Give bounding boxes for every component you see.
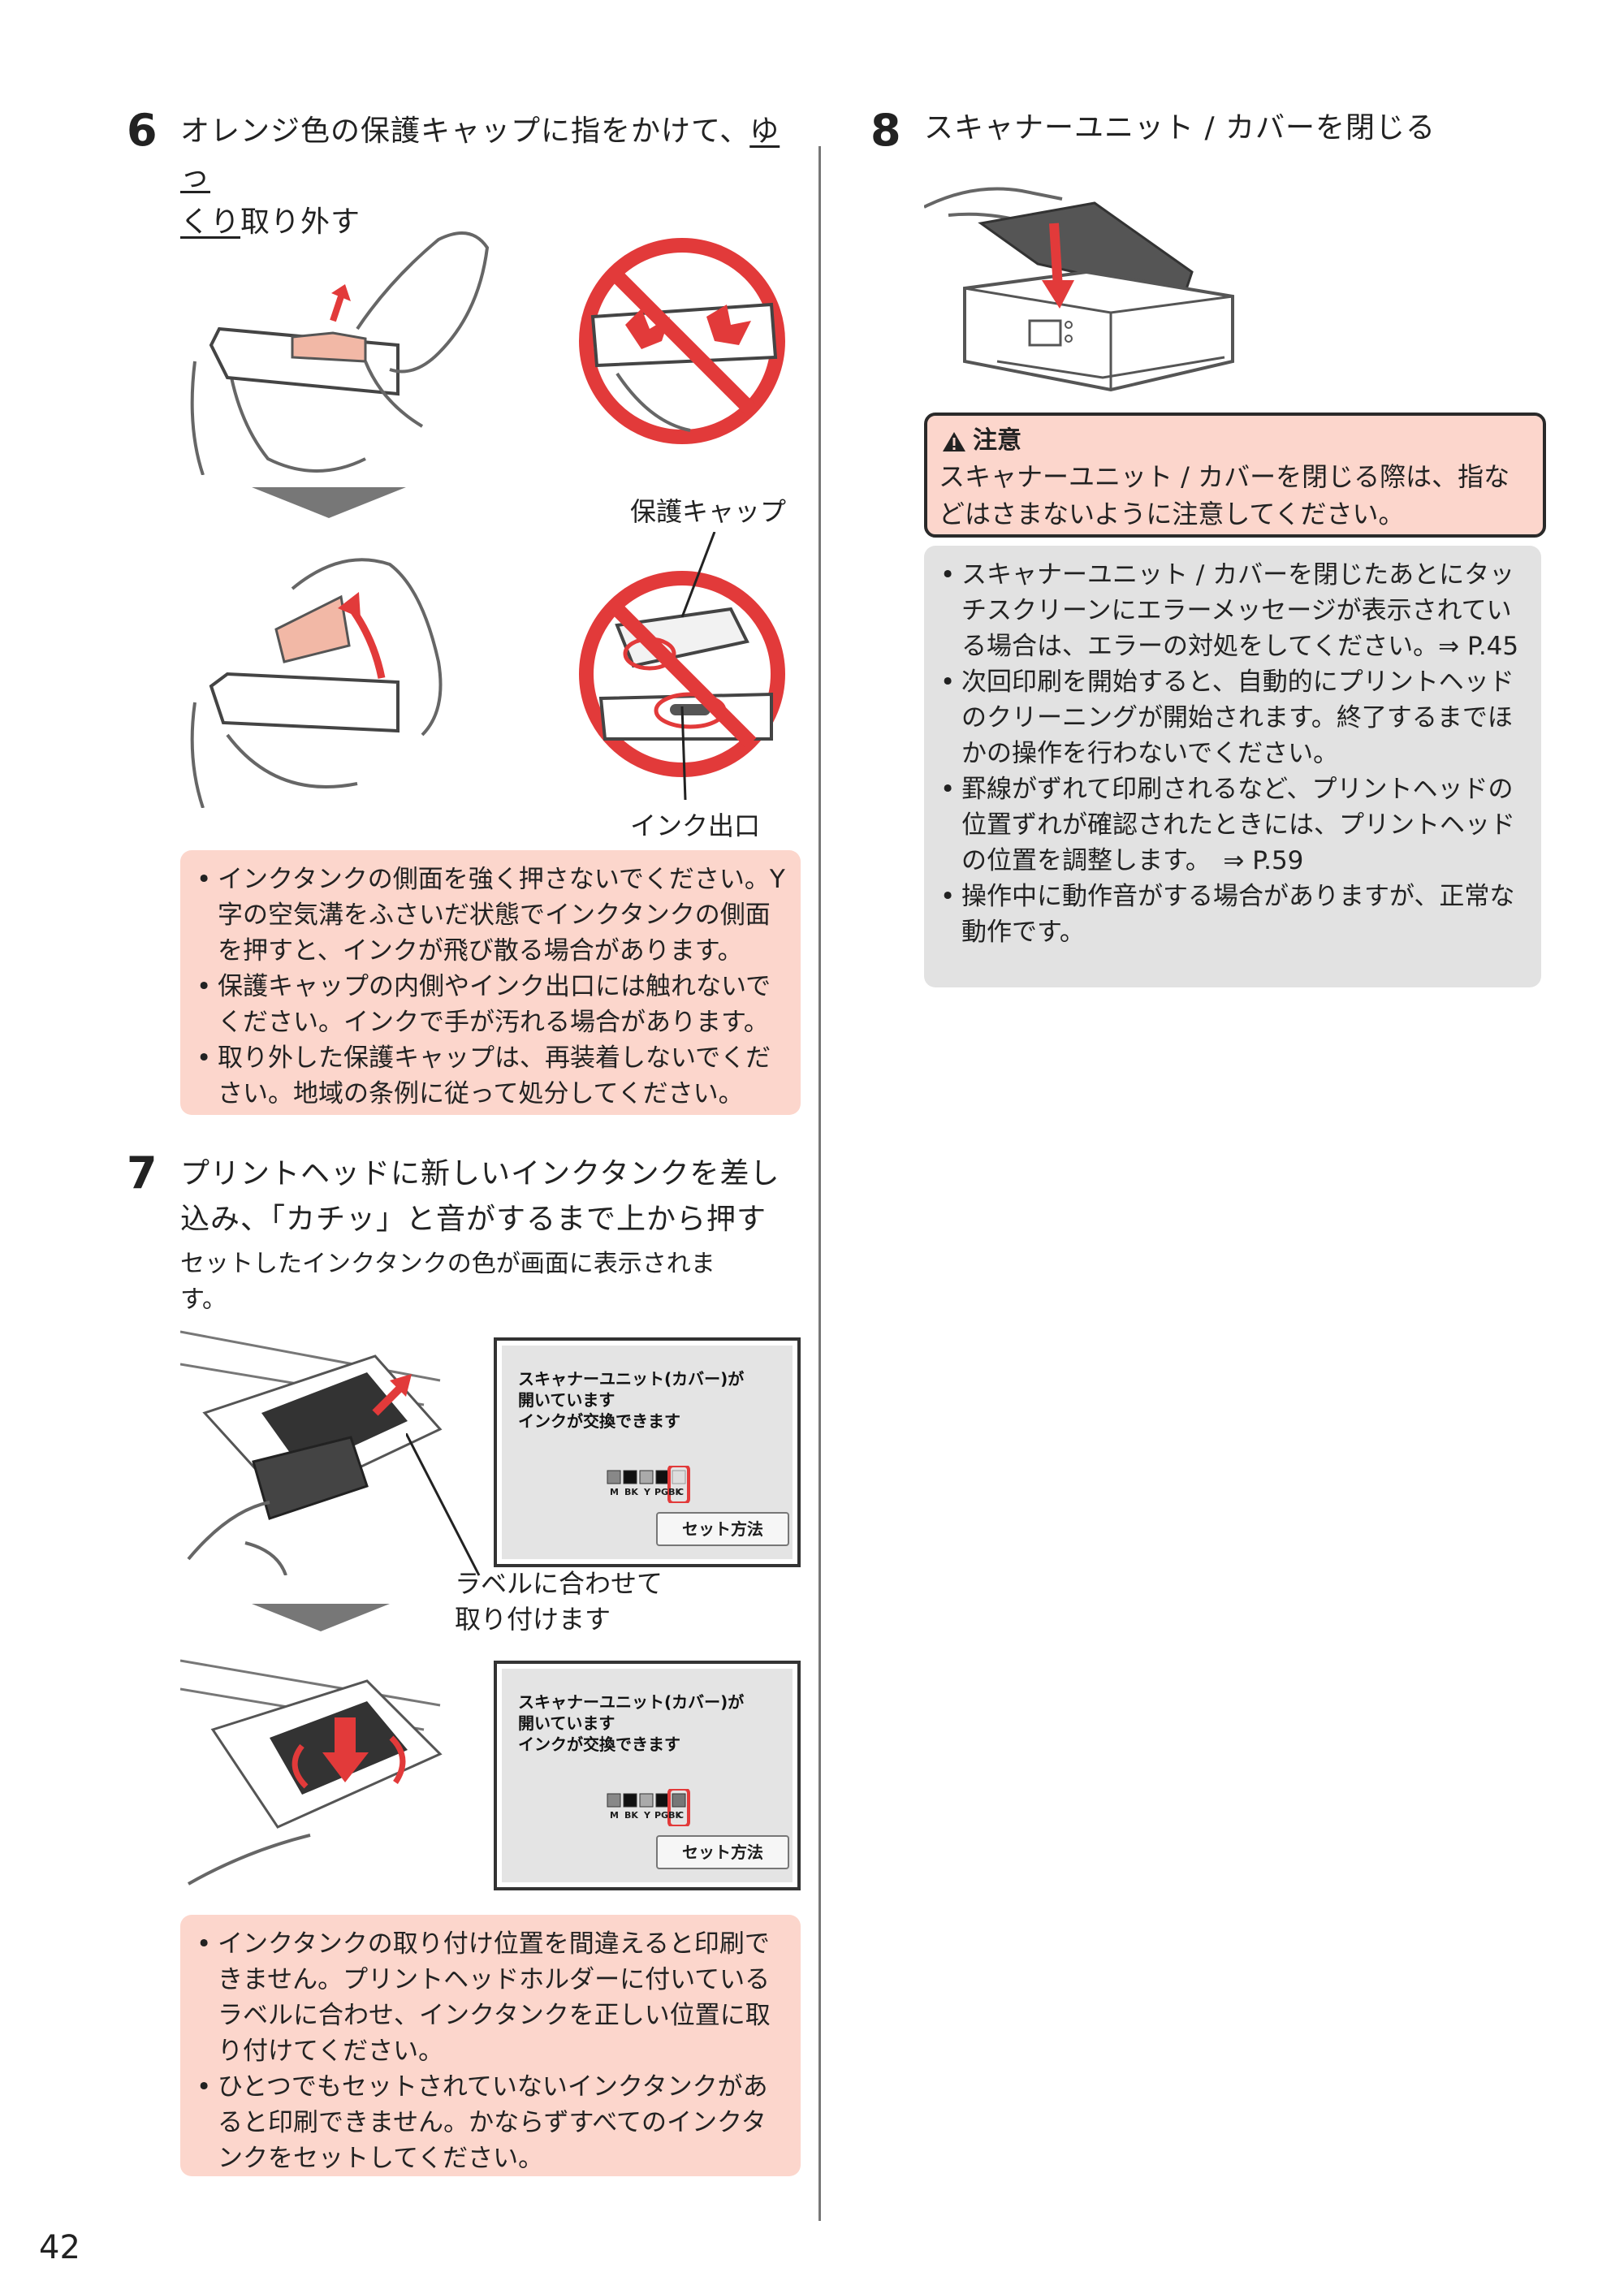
step-7-note-2: ひとつでもセットされていないインクタンクがあると印刷できません。かならずすべての… [187,2069,786,2176]
step-8-note-1: スキャナーユニット / カバーを閉じたあとにタッチスクリーンにエラーメッセージが… [931,557,1527,664]
illustration-push-tank [180,1648,456,1900]
label-protective-cap: 保護キャップ [630,496,787,527]
label-callout-line [406,1433,487,1579]
screen1-line2: 開いています [518,1390,615,1410]
caution-box: 注意 スキャナーユニット / カバーを閉じる際は、指などはさまないように注意して… [924,413,1546,538]
screen1-line3: インクが交換できます [518,1411,680,1431]
step-6-note-1: インクタンクの側面を強く押さないでください。Y 字の空気溝をふさいだ状態でインク… [187,862,786,969]
screen1-label-pgbk: PGBK [654,1487,682,1497]
caution-body: スキャナーユニット / カバーを閉じる際は、指などはさまないように注意してくださ… [939,461,1510,529]
illustration-cap-lifted [179,540,503,808]
caution-heading: 注意 [942,424,1021,458]
screen2-label-c: C [677,1810,685,1821]
step-6-title: オレンジ色の保護キャップに指をかけて、ゆっ くり取り外す [180,109,797,245]
step-6-number: 6 [127,105,158,156]
column-divider [818,146,821,2221]
label-align-callout: ラベルに合わせて 取り付けます [455,1566,663,1637]
prohibited-touch-illustration [568,560,796,788]
step-6-title-part1: オレンジ色の保護キャップに指をかけて、 [180,114,750,148]
callout-line1: ラベルに合わせて [455,1568,663,1599]
screen2-line3: インクが交換できます [518,1735,680,1754]
screen1-label-m: M [610,1487,619,1497]
touchscreen-display-1: スキャナーユニット(カバー)が 開いています インクが交換できます M BK Y… [494,1337,801,1567]
screen1-line1: スキャナーユニット(カバー)が [518,1369,745,1389]
step-8-notes: スキャナーユニット / カバーを閉じたあとにタッチスクリーンにエラーメッセージが… [924,546,1541,987]
step-6-notes: インクタンクの側面を強く押さないでください。Y 字の空気溝をふさいだ状態でインク… [180,850,801,1115]
step-6-note-2: 保護キャップの内側やインク出口には触れないでください。インクで手が汚れる場合があ… [187,969,786,1040]
screen1-label-y: Y [644,1487,650,1497]
screen2-line2: 開いています [518,1713,615,1733]
step-8-note-2: 次回印刷を開始すると、自動的にプリントヘッドのクリーニングが開始されます。終了す… [931,664,1527,771]
step-7-notes: インクタンクの取り付け位置を間違えると印刷できません。プリントヘッドホルダーに付… [180,1915,801,2176]
step-6-title-emphasis2: くり [180,205,241,239]
step-7-subtitle: セットしたインクタンクの色が画面に表示されます。 [180,1250,715,1314]
screen2-setup-guide-button[interactable]: セット方法 [656,1835,789,1869]
step-8-number: 8 [870,105,901,156]
step-6-title-part2: 取り外す [240,205,361,239]
step-6-down-arrow [252,487,406,520]
step-8-note-4: 操作中に動作音がする場合がありますが、正常な動作です。 [931,879,1527,950]
warning-icon [942,430,966,453]
label-ink-outlet: インク出口 [630,810,761,841]
cap-leader-line [674,532,723,621]
callout-line2: 取り付けます [455,1604,611,1635]
step-6-note-3: 取り外した保護キャップは、再装着しないでください。地域の条例に従って処分してくだ… [187,1040,786,1112]
step-7-down-arrow [252,1604,390,1633]
touchscreen-display-2: スキャナーユニット(カバー)が 開いています インクが交換できます M BK Y… [494,1661,801,1890]
caution-title: 注意 [973,426,1021,455]
illustration-cap-removal [179,215,503,475]
step-7-title: プリントヘッドに新しいインクタンクを差し込み、「カチッ」と音がするまで上から押す [180,1157,780,1236]
outlet-leader-line [674,706,698,804]
step-7-number: 7 [127,1147,158,1199]
screen2-label-y: Y [644,1810,650,1821]
step-8-title: スキャナーユニット / カバーを閉じる [924,111,1436,145]
step-8-note-3: 罫線がずれて印刷されるなど、プリントヘッドの位置ずれが確認されたときには、プリン… [931,771,1527,879]
screen1-label-c: C [677,1487,685,1497]
screen1-setup-guide-button[interactable]: セット方法 [656,1512,789,1546]
illustration-close-scanner [924,158,1249,402]
illustration-insert-tank [180,1315,456,1575]
screen2-label-pgbk: PGBK [654,1810,682,1821]
step-6-title-emphasis1: ゆっ [180,114,780,193]
screen2-ink-indicators [606,1789,695,1826]
page-number: 42 [39,2229,80,2266]
screen1-label-bk: BK [624,1487,638,1497]
step-7-note-1: インクタンクの取り付け位置を間違えると印刷できません。プリントヘッドホルダーに付… [187,1926,786,2069]
screen2-label-m: M [610,1810,619,1821]
prohibited-squeeze-illustration [568,227,796,455]
screen1-ink-indicators [606,1466,695,1503]
screen2-label-bk: BK [624,1810,638,1821]
screen2-line1: スキャナーユニット(カバー)が [518,1692,745,1712]
